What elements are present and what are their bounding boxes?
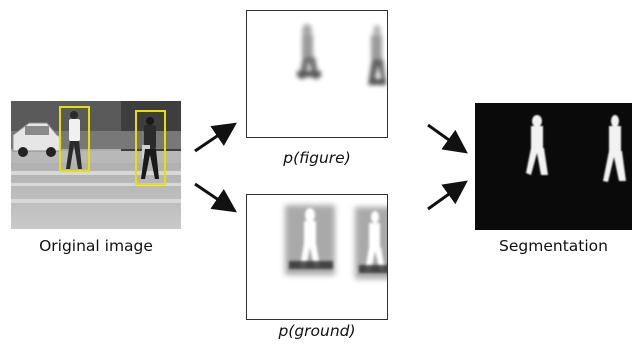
bounding-box-icon — [59, 106, 90, 172]
pedestrian-icon — [141, 117, 159, 179]
bounding-box-icon — [135, 110, 166, 185]
segmentation-map — [475, 103, 632, 230]
arrow-icon — [427, 123, 468, 154]
arrow-icon — [427, 180, 468, 211]
pedestrian-icon — [66, 111, 82, 169]
original-image-caption: Original image — [39, 237, 153, 255]
p-figure-caption: p(figure) — [283, 149, 351, 167]
p-figure-map — [246, 10, 388, 138]
segmentation-caption: Segmentation — [499, 237, 608, 255]
p-ground-caption: p(ground) — [278, 322, 356, 340]
car-icon — [12, 122, 62, 157]
original-image — [11, 101, 181, 229]
arrow-icon — [194, 122, 237, 153]
p-ground-map — [246, 194, 388, 320]
arrow-icon — [194, 182, 237, 213]
